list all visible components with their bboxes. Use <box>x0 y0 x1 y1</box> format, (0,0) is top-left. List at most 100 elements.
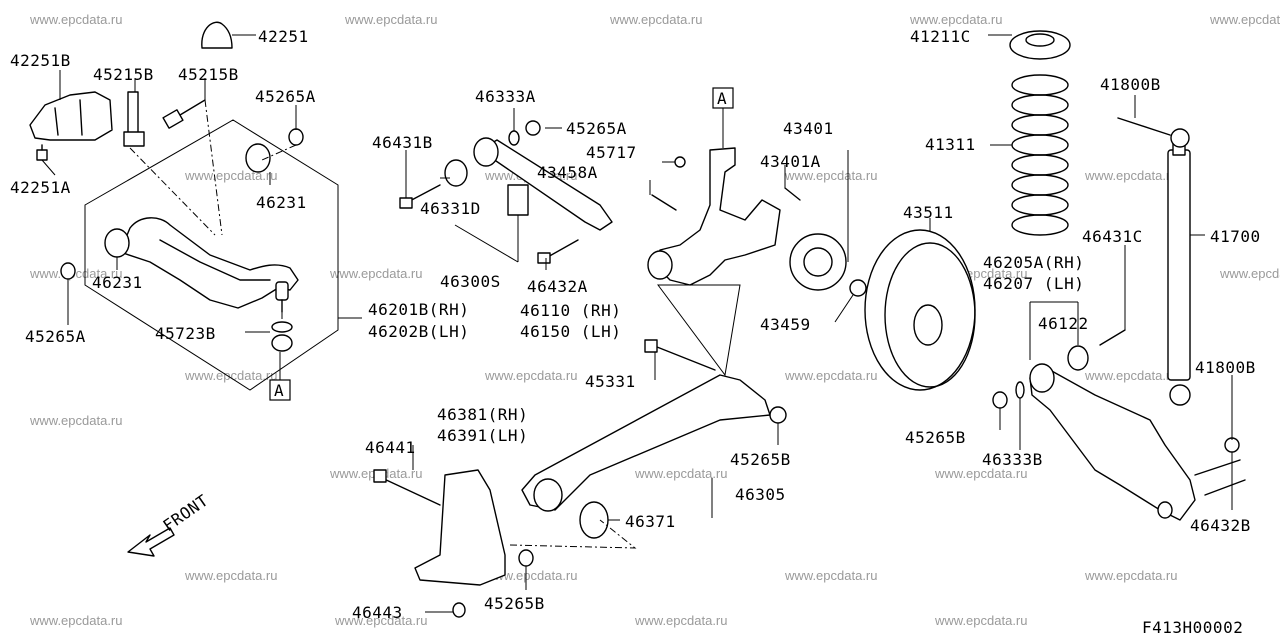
bushing-46122 <box>1067 345 1089 371</box>
part-label-46207[interactable]: 46207 (LH) <box>983 274 1084 293</box>
nut-45717 <box>674 156 686 168</box>
alignment-line <box>261 144 297 161</box>
nut-45265b-lower <box>518 549 534 567</box>
bolt-46432b-a <box>1194 459 1241 476</box>
alignment-line <box>129 147 216 236</box>
part-labels: 42251 42251B 45215B 45215B 45265A 42251A… <box>10 27 1261 637</box>
bolt-46431c <box>1099 329 1126 346</box>
bracket-ribs <box>54 99 83 136</box>
bolt-46432b-b <box>1204 479 1246 496</box>
part-label-46305[interactable]: 46305 <box>735 485 786 504</box>
nut-45265b-link <box>769 406 787 424</box>
knuckle-46110 <box>654 147 781 286</box>
part-label-43401[interactable]: 43401 <box>783 119 834 138</box>
watermark: www.epcdata.ru <box>1084 368 1178 383</box>
watermark: www.epcdata.ru <box>1209 12 1280 27</box>
part-label-46231-a[interactable]: 46231 <box>256 193 307 212</box>
watermark: www.epcdata.ru <box>184 568 278 583</box>
part-label-43511[interactable]: 43511 <box>903 203 954 222</box>
bolt-45331-head <box>644 339 658 353</box>
part-label-43459[interactable]: 43459 <box>760 315 811 334</box>
part-label-46201b[interactable]: 46201B(RH) <box>368 300 469 319</box>
bolt-43401a <box>784 187 801 201</box>
nut-45265a-top <box>288 128 304 146</box>
lateral-link-bracket <box>507 184 529 216</box>
hub-bearing-center <box>803 247 833 277</box>
part-label-46371[interactable]: 46371 <box>625 512 676 531</box>
washer-46333b <box>1015 381 1025 399</box>
part-label-41311[interactable]: 41311 <box>925 135 976 154</box>
part-label-45331[interactable]: 45331 <box>585 372 636 391</box>
watermark: www.epcdata.ru <box>484 368 578 383</box>
part-label-45265a-c[interactable]: 45265A <box>566 119 627 138</box>
part-label-45717[interactable]: 45717 <box>586 143 637 162</box>
watermark: www.epcdata.ru <box>29 266 123 281</box>
watermark: www.epcdata.ru <box>634 613 728 628</box>
nut-41800b-lower <box>1224 437 1240 453</box>
part-label-46300s[interactable]: 46300S <box>440 272 501 291</box>
part-label-45265b-c[interactable]: 45265B <box>484 594 545 613</box>
brake-drum-43511 <box>864 229 976 391</box>
group-bracket <box>1029 301 1079 360</box>
part-label-46432b[interactable]: 46432B <box>1190 516 1251 535</box>
part-label-46231-b[interactable]: 46231 <box>92 273 143 292</box>
part-label-46431c[interactable]: 46431C <box>1082 227 1143 246</box>
part-label-46122[interactable]: 46122 <box>1038 314 1089 333</box>
part-label-41800b-b[interactable]: 41800B <box>1195 358 1256 377</box>
part-label-46110[interactable]: 46110 (RH) <box>520 301 621 320</box>
lateral-link-46300s <box>479 139 613 231</box>
group-bracket <box>454 215 519 263</box>
part-label-41700[interactable]: 41700 <box>1210 227 1261 246</box>
part-label-45265a-b[interactable]: 45265A <box>25 327 86 346</box>
part-label-46381[interactable]: 46381(RH) <box>437 405 528 424</box>
part-label-45265b-b[interactable]: 45265B <box>730 450 791 469</box>
part-label-46333b[interactable]: 46333B <box>982 450 1043 469</box>
part-label-46432a[interactable]: 46432A <box>527 277 588 296</box>
part-label-43401a[interactable]: 43401A <box>760 152 821 171</box>
part-label-46431b[interactable]: 46431B <box>372 133 433 152</box>
part-label-46202b[interactable]: 46202B(LH) <box>368 322 469 341</box>
part-label-45723b[interactable]: 45723B <box>155 324 216 343</box>
part-label-46150[interactable]: 46150 (LH) <box>520 322 621 341</box>
part-label-46443[interactable]: 46443 <box>352 603 403 622</box>
bolt-46443 <box>452 602 466 618</box>
part-label-45215b-b[interactable]: 45215B <box>178 65 239 84</box>
nut-45265b-arm <box>992 391 1008 409</box>
nut-ball-joint <box>271 334 293 352</box>
bushing-46231-front <box>104 228 130 258</box>
leader <box>41 159 56 176</box>
watermark: www.epcdata.ru <box>29 413 123 428</box>
upper-link-arm <box>119 217 299 309</box>
watermark: www.epcdata.ru <box>634 466 728 481</box>
part-label-42251[interactable]: 42251 <box>258 27 309 46</box>
part-label-46333a[interactable]: 46333A <box>475 87 536 106</box>
lower-link-group <box>373 284 787 618</box>
part-label-45215b-a[interactable]: 45215B <box>93 65 154 84</box>
watermark: www.epcdata.ru <box>29 613 123 628</box>
shock-upper-eye <box>1170 128 1190 148</box>
coil <box>1011 94 1069 116</box>
part-label-42251a[interactable]: 42251A <box>10 178 71 197</box>
part-label-46205a[interactable]: 46205A(RH) <box>983 253 1084 272</box>
part-label-43458a[interactable]: 43458A <box>537 163 598 182</box>
part-label-46391[interactable]: 46391(LH) <box>437 426 528 445</box>
knuckle-hub-group <box>647 147 867 297</box>
part-label-41211c[interactable]: 41211C <box>910 27 971 46</box>
part-label-42251b[interactable]: 42251B <box>10 51 71 70</box>
watermark: www.epcdata.ru <box>1084 568 1178 583</box>
watermark: www.epcdata.ru <box>1084 168 1178 183</box>
lateral-link-group <box>399 120 686 264</box>
watermark: www.epcdata.ru <box>484 568 578 583</box>
part-label-45265b-a[interactable]: 45265B <box>905 428 966 447</box>
part-label-45265a[interactable]: 45265A <box>255 87 316 106</box>
part-label-41800b[interactable]: 41800B <box>1100 75 1161 94</box>
coil <box>1011 154 1069 176</box>
coil <box>1011 134 1069 156</box>
part-label-46441[interactable]: 46441 <box>365 438 416 457</box>
group-bracket <box>657 284 741 377</box>
leader <box>834 294 854 323</box>
watermark: www.epcdata.ru <box>909 12 1003 27</box>
part-label-46331d[interactable]: 46331D <box>420 199 481 218</box>
coil <box>1011 214 1069 236</box>
